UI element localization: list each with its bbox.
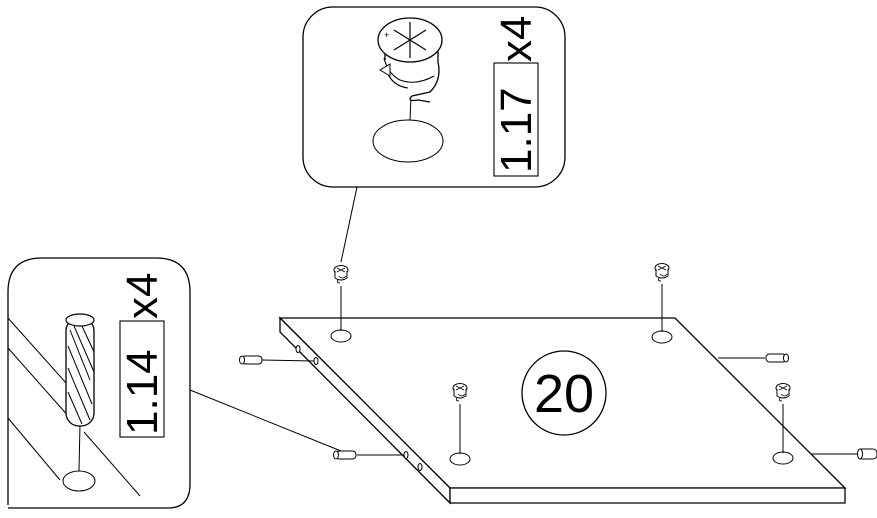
cam-lock-icon: [775, 383, 791, 453]
callout-leader-line: [189, 389, 342, 452]
step-number-badge: 20: [521, 350, 607, 436]
cam-lock-icon: [333, 265, 349, 331]
cam-lock-icon: [654, 263, 670, 332]
svg-text:+: +: [384, 30, 389, 40]
cam-lock-icon: [452, 383, 468, 454]
part-number-label: 1.17: [492, 87, 541, 173]
callout-dowel: 1.14 x4: [7, 257, 342, 509]
dowel-icon: [718, 353, 789, 363]
dowel-icon: [333, 450, 404, 460]
dowel-icon: [812, 448, 877, 460]
quantity-label: x4: [492, 16, 541, 62]
step-number: 20: [534, 364, 594, 424]
callout-cam-lock: + 1.17 x4: [302, 6, 566, 263]
part-number-frame: [493, 62, 539, 177]
quantity-label: x4: [118, 273, 167, 319]
part-number-frame: [119, 320, 165, 438]
part-number-label: 1.14: [118, 349, 167, 435]
panel-front-edge: [449, 487, 846, 504]
wooden-dowel-icon: [62, 313, 96, 492]
dowel-icon: [239, 355, 315, 365]
cam-lock-icon: +: [372, 17, 444, 163]
callout-leader-line: [340, 186, 358, 263]
